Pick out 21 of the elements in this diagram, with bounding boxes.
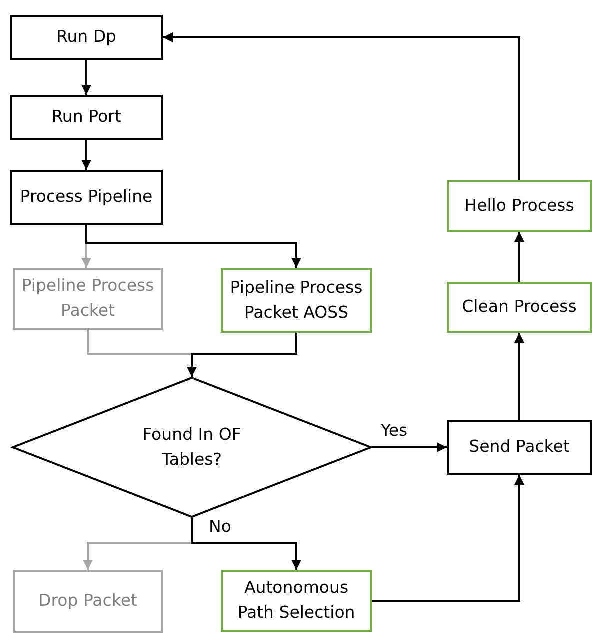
arrow (191, 518, 302, 570)
process-box: Pipeline Process Packet AOSS (221, 268, 372, 333)
arrow (372, 475, 524, 602)
process-box: Drop Packet (13, 570, 163, 633)
process-box: Hello Process (447, 180, 592, 232)
arrow (372, 442, 447, 452)
arrow (514, 333, 524, 420)
process-box: Send Packet (447, 420, 592, 475)
process-box: Run Port (10, 95, 163, 140)
process-box: Run Dp (10, 15, 163, 60)
arrow (82, 60, 92, 95)
process-box: Pipeline Process Packet (13, 268, 163, 330)
process-box: Clean Process (447, 282, 592, 333)
decision-diamond: Found In OF Tables? (12, 377, 372, 518)
arrow (187, 333, 298, 377)
process-box: Autonomous Path Selection (221, 570, 372, 632)
arrow (86, 225, 302, 268)
process-box: Process Pipeline (10, 170, 163, 225)
arrow (163, 32, 520, 180)
arrow (82, 140, 92, 170)
arrow (514, 232, 524, 282)
